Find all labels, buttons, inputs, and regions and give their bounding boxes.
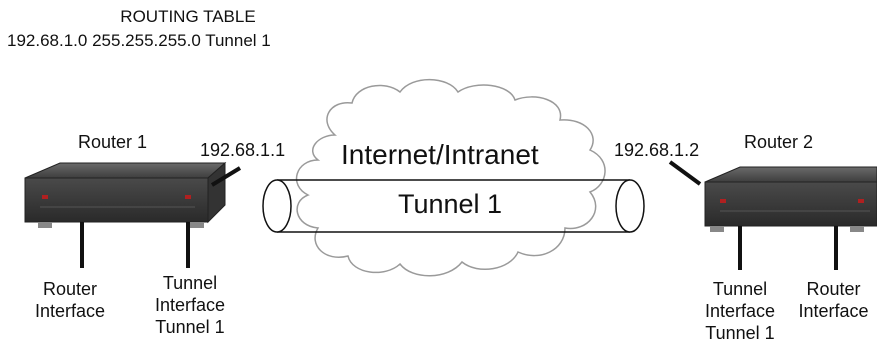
routing-table-title: ROUTING TABLE <box>120 7 256 26</box>
router-2-name: Router 2 <box>744 132 814 152</box>
router-2-device <box>704 166 877 232</box>
router-1-name: Router 1 <box>78 132 148 152</box>
router-2-router-interface-line-1: Router <box>806 279 861 299</box>
router-1-tunnel-interface-line-1: Tunnel <box>162 273 218 293</box>
routing-table-entry: 192.68.1.0 255.255.255.0 Tunnel 1 <box>7 31 271 50</box>
cloud-label: Internet/Intranet <box>341 139 539 170</box>
router-2-tunnel-interface-line-3: Tunnel 1 <box>705 323 775 343</box>
router-2-ip: 192.68.1.2 <box>614 140 700 160</box>
router-2-tunnel-interface-line-1: Tunnel <box>712 279 768 299</box>
router-1-tunnel-interface-line-3: Tunnel 1 <box>155 317 225 337</box>
router-2-tunnel-interface-line-2: Interface <box>704 301 776 321</box>
router-1-device <box>24 161 227 228</box>
router1-tunnel-link <box>210 166 242 187</box>
router-1-tunnel-interface-line-2: Interface <box>154 295 226 315</box>
tunnel-label: Tunnel 1 <box>397 189 503 219</box>
router-1-tunnel-interface-label: Tunnel Interface Tunnel 1 <box>140 272 240 338</box>
router-2-tunnel-interface-label: Tunnel Interface Tunnel 1 <box>680 278 800 344</box>
router-2-router-interface-label: Router Interface <box>790 278 877 322</box>
router-1-ip: 192.68.1.1 <box>200 140 286 160</box>
router-1-router-interface-line-2: Interface <box>34 301 106 321</box>
router-1-router-interface-label: Router Interface <box>20 278 120 322</box>
cloud-shape <box>295 78 606 277</box>
router2-tunnel-link <box>668 160 702 186</box>
router-2-router-interface-line-2: Interface <box>798 301 869 321</box>
router-1-router-interface-line-1: Router <box>42 279 98 299</box>
tunnel-pipe <box>262 179 645 233</box>
